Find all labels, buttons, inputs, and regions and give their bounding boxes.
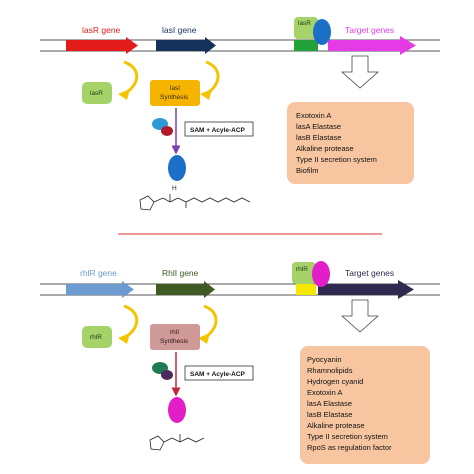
bottom-target-arrow xyxy=(318,280,414,299)
bottom-bound-autoinducer xyxy=(312,261,330,287)
top-target-label: Target genes xyxy=(345,25,394,35)
top-gene-i-label: lasI gene xyxy=(162,25,197,35)
bottom-target-item: Type II secretion system xyxy=(307,432,388,441)
las-system-panel: lasR gene lasI gene Target genes lasR la… xyxy=(40,17,440,211)
top-autoinducer xyxy=(168,155,186,181)
top-target-item: Exotoxin A xyxy=(296,111,331,120)
bottom-gene-r-label: rhlR gene xyxy=(80,268,117,278)
bottom-receptor-complex: rhlR xyxy=(292,261,330,295)
bottom-target-box xyxy=(300,346,430,464)
bottom-target-item: Rhamnolipids xyxy=(307,366,353,375)
bottom-substrate-box xyxy=(184,365,254,381)
top-ahl-structure xyxy=(139,194,251,211)
bottom-receptor-free-label: rhlR xyxy=(90,334,102,341)
top-target-item: lasB Elastase xyxy=(296,133,341,142)
bottom-gene-r-arrow xyxy=(66,281,134,298)
top-gene-i-arrow xyxy=(156,37,216,54)
bottom-induction-arrow xyxy=(340,299,380,333)
top-receptor-protein xyxy=(294,17,318,39)
top-translation-arrow-i xyxy=(205,60,220,96)
top-ahl-atom-h: H xyxy=(172,185,177,192)
bottom-synthase-box xyxy=(150,324,200,350)
top-induction-arrow xyxy=(340,55,380,89)
top-receptor-protein-free xyxy=(82,82,112,104)
top-target-item: Type II secretion system xyxy=(296,155,377,164)
bottom-receptor-protein-free xyxy=(82,326,112,348)
bottom-target-item: lasB Elastase xyxy=(307,410,352,419)
top-target-arrow xyxy=(328,36,416,55)
top-target-list: Exotoxin A lasA Elastase lasB Elastase A… xyxy=(296,111,377,175)
top-gene-r-label: lasR gene xyxy=(82,25,121,35)
top-receptor-complex: lasR xyxy=(294,17,331,51)
bottom-substrate-purple xyxy=(161,370,173,380)
top-bound-autoinducer xyxy=(313,19,331,45)
top-binding-site xyxy=(294,40,318,51)
bottom-binding-site xyxy=(296,284,316,295)
bottom-translation-arrowhead-r xyxy=(118,333,130,344)
top-substrate-red xyxy=(161,126,173,136)
bottom-target-item: Pyocyanin xyxy=(307,355,342,364)
bottom-target-list: Pyocyanin Rhamnolipids Hydrogen cyanid E… xyxy=(307,355,392,452)
top-translation-arrowhead-i xyxy=(200,89,212,100)
bottom-synthase-line1: rhlI xyxy=(170,329,179,336)
bottom-synthase-line2: Synthesis xyxy=(160,338,189,345)
bottom-target-item: Alkaline protease xyxy=(307,421,365,430)
top-substrate-label: SAM + Acyle-ACP xyxy=(190,127,246,134)
bottom-target-label: Target genes xyxy=(345,268,394,278)
top-translation-arrowhead-r xyxy=(118,89,130,100)
bottom-receptor-protein xyxy=(292,262,316,284)
bottom-ahl-structure xyxy=(149,434,205,451)
top-receptor-free-label: lasR xyxy=(90,90,103,97)
bottom-gene-i-arrow xyxy=(156,281,215,298)
bottom-target-item: Hydrogen cyanid xyxy=(307,377,363,386)
top-synthase-box xyxy=(150,80,200,106)
bottom-translation-arrow-i xyxy=(203,304,218,340)
top-target-box xyxy=(287,102,414,184)
top-synthase-line1: lasI xyxy=(170,85,180,92)
top-target-item: lasA Elastase xyxy=(296,122,341,131)
bottom-receptor-label: rhlR xyxy=(296,266,308,273)
top-translation-arrow-r xyxy=(123,60,139,96)
bottom-target-item: lasA Elastase xyxy=(307,399,352,408)
bottom-translation-arrow-r xyxy=(123,304,139,340)
bottom-target-item: RpoS as regulation factor xyxy=(307,443,392,452)
bottom-translation-arrowhead-i xyxy=(198,333,210,344)
rhl-system-panel: rhlR gene RhlI gene Target genes rhlR rh… xyxy=(40,261,440,464)
top-gene-r-arrow xyxy=(66,37,138,54)
top-substrate-box xyxy=(184,121,254,137)
bottom-autoinducer xyxy=(168,397,186,423)
top-target-item: Biofilm xyxy=(296,166,319,175)
top-synthase-line2: Synthesis xyxy=(160,94,189,101)
top-receptor-label: lasR xyxy=(298,20,311,27)
bottom-target-item: Exotoxin A xyxy=(307,388,342,397)
bottom-gene-i-label: RhlI gene xyxy=(162,268,199,278)
top-target-item: Alkaline protease xyxy=(296,144,354,153)
bottom-substrate-label: SAM + Acyle-ACP xyxy=(190,371,246,378)
